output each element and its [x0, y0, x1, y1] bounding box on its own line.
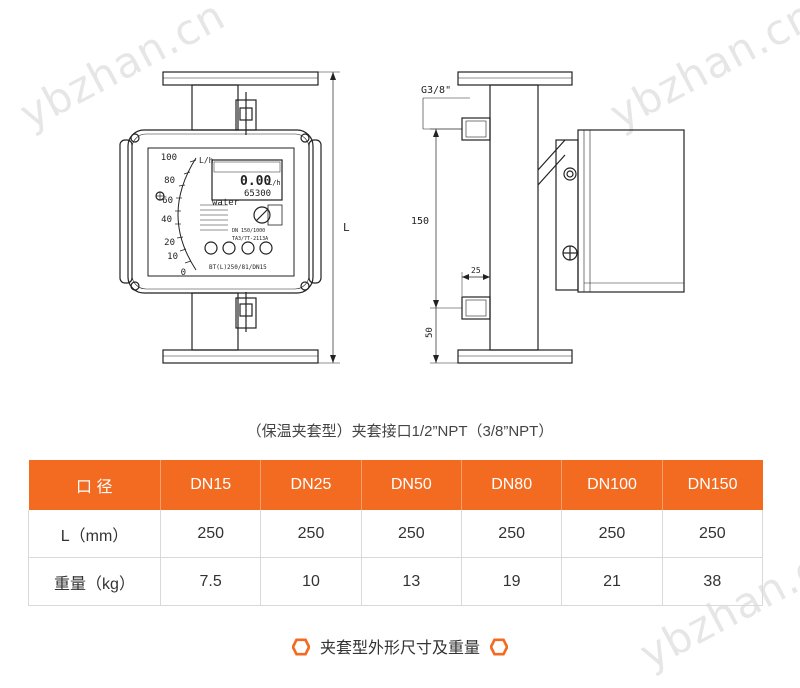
front-bottom-pipe — [191, 292, 239, 351]
table-header-row: 口 径 DN15 DN25 DN50 DN80 DN100 DN150 — [28, 460, 763, 510]
table-cell: 重量（kg） — [28, 557, 161, 606]
front-bottom-flange — [162, 349, 319, 364]
technical-drawing: 100 80 60 40 20 10 0 L/h 0.00 L/h 65300 … — [119, 71, 685, 364]
section-title: 夹套型外形尺寸及重量 — [0, 634, 800, 658]
table-header-cell: DN25 — [260, 460, 362, 510]
side-main-pipe — [489, 84, 539, 351]
lcd-display — [211, 159, 283, 201]
drawing-caption: （保温夹套型）夹套接口1/2”NPT（3/8”NPT） — [246, 423, 554, 440]
side-top-flange — [457, 71, 573, 86]
table-cell: 13 — [361, 557, 462, 606]
side-indicator-box — [577, 129, 685, 293]
table-header-cell: DN150 — [662, 460, 763, 510]
table-header-cell: DN15 — [160, 460, 262, 510]
table-cell: 38 — [662, 557, 764, 606]
dial-face — [147, 147, 295, 277]
scale-label: 0 — [181, 268, 186, 278]
table-cell: 250 — [561, 510, 663, 558]
lcd-total-value: 65300 — [244, 189, 271, 199]
dim-port-spacing: 150 — [411, 216, 429, 227]
table-cell: 10 — [260, 557, 362, 606]
table-row: 重量（kg） 7.5 10 13 19 21 38 — [28, 557, 764, 606]
table-cell: 250 — [662, 510, 764, 558]
table-cell: 250 — [361, 510, 462, 558]
table-cell: 250 — [461, 510, 563, 558]
dim-bottom-offset: 50 — [425, 327, 435, 338]
side-bottom-flange — [457, 349, 573, 364]
scale-label: 100 — [161, 153, 177, 163]
scale-label: 20 — [164, 238, 175, 248]
scale-label: 10 — [167, 252, 178, 262]
scale-label: 80 — [164, 176, 175, 186]
bottom-label: BT(L)250/81/DN15 — [209, 264, 267, 271]
table-header-cell: 口 径 — [28, 460, 161, 510]
scale-label: 40 — [161, 215, 172, 225]
section-title-text: 夹套型外形尺寸及重量 — [319, 640, 480, 657]
lcd-flow-unit: L/h — [268, 179, 281, 187]
hexagon-icon — [291, 638, 310, 656]
dim-thread: G3/8" — [421, 85, 451, 96]
scale-unit: L/h — [199, 156, 214, 165]
dim-total-length: L — [343, 221, 350, 234]
table-header-cell: DN50 — [361, 460, 462, 510]
hexagon-icon — [490, 638, 508, 656]
table-cell: 19 — [461, 557, 563, 606]
table-cell: L（mm） — [28, 510, 161, 558]
nameplate-model: DN 150/1000 — [232, 228, 265, 234]
front-top-flange — [162, 71, 319, 86]
indicator-housing — [127, 129, 314, 294]
lcd-flow-value: 0.00 — [240, 174, 271, 189]
scale-label: 60 — [162, 196, 173, 206]
dim-port-length: 25 — [471, 266, 481, 275]
nameplate-code: TA3/7T-2113A — [232, 236, 268, 242]
table-cell: 21 — [561, 557, 663, 606]
table-header-cell: DN100 — [561, 460, 663, 510]
table-header-cell: DN80 — [461, 460, 563, 510]
table-row: L（mm） 250 250 250 250 250 250 — [28, 510, 764, 558]
table-cell: 7.5 — [160, 557, 262, 606]
table-cell: 250 — [260, 510, 362, 558]
media-label: water — [212, 198, 240, 208]
front-top-pipe — [191, 84, 239, 131]
table-cell: 250 — [160, 510, 262, 558]
spec-table: 口 径 DN15 DN25 DN50 DN80 DN100 DN150 L（mm… — [28, 460, 764, 606]
